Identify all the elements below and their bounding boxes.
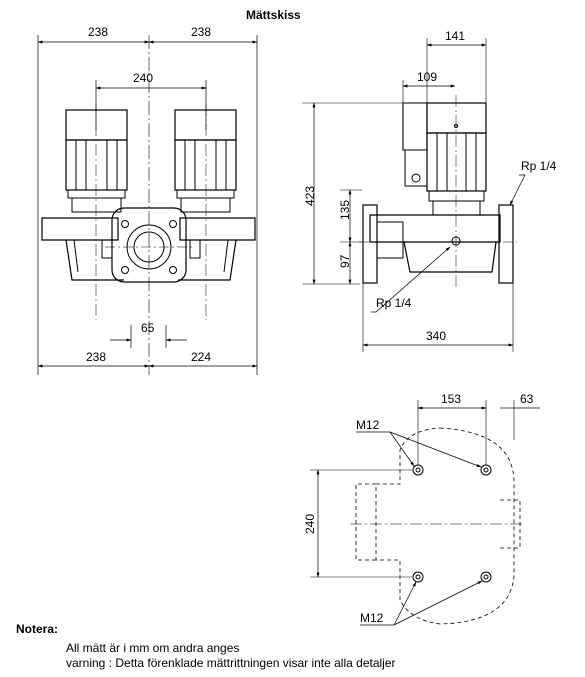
dim-motor-offset: 109 [417, 70, 437, 84]
base-view [310, 400, 540, 626]
drawing-title: Mättskiss [246, 8, 301, 22]
dim-bottom-right: 224 [191, 350, 211, 364]
dim-total-height: 423 [303, 186, 317, 206]
dim-upper: 135 [338, 200, 352, 220]
dim-length: 340 [426, 329, 446, 343]
notes-line-units: All mätt är i mm om andra anges [66, 641, 240, 655]
label-bolt-top: M12 [356, 418, 380, 432]
dim-top-left: 238 [88, 25, 108, 39]
front-view [37, 35, 258, 375]
label-port-right: Rp 1/4 [521, 159, 557, 173]
side-view [302, 38, 526, 352]
dim-flange: 65 [141, 321, 155, 335]
dim-motor-spacing: 240 [133, 71, 153, 85]
dim-lower: 97 [338, 254, 352, 268]
dim-hole-spacing-y: 240 [303, 514, 317, 534]
dim-top-width: 141 [445, 29, 465, 43]
label-port-bottom: Rp 1/4 [376, 296, 412, 310]
dim-bottom-left: 238 [86, 350, 106, 364]
dim-hole-spacing-x: 153 [441, 392, 461, 406]
dim-top-right: 238 [191, 25, 211, 39]
label-bolt-bottom: M12 [360, 611, 384, 625]
dim-edge: 63 [520, 392, 534, 406]
notes-line-warning: varning : Detta förenklade mättrittninge… [66, 656, 396, 670]
notes-heading: Notera: [16, 622, 59, 636]
